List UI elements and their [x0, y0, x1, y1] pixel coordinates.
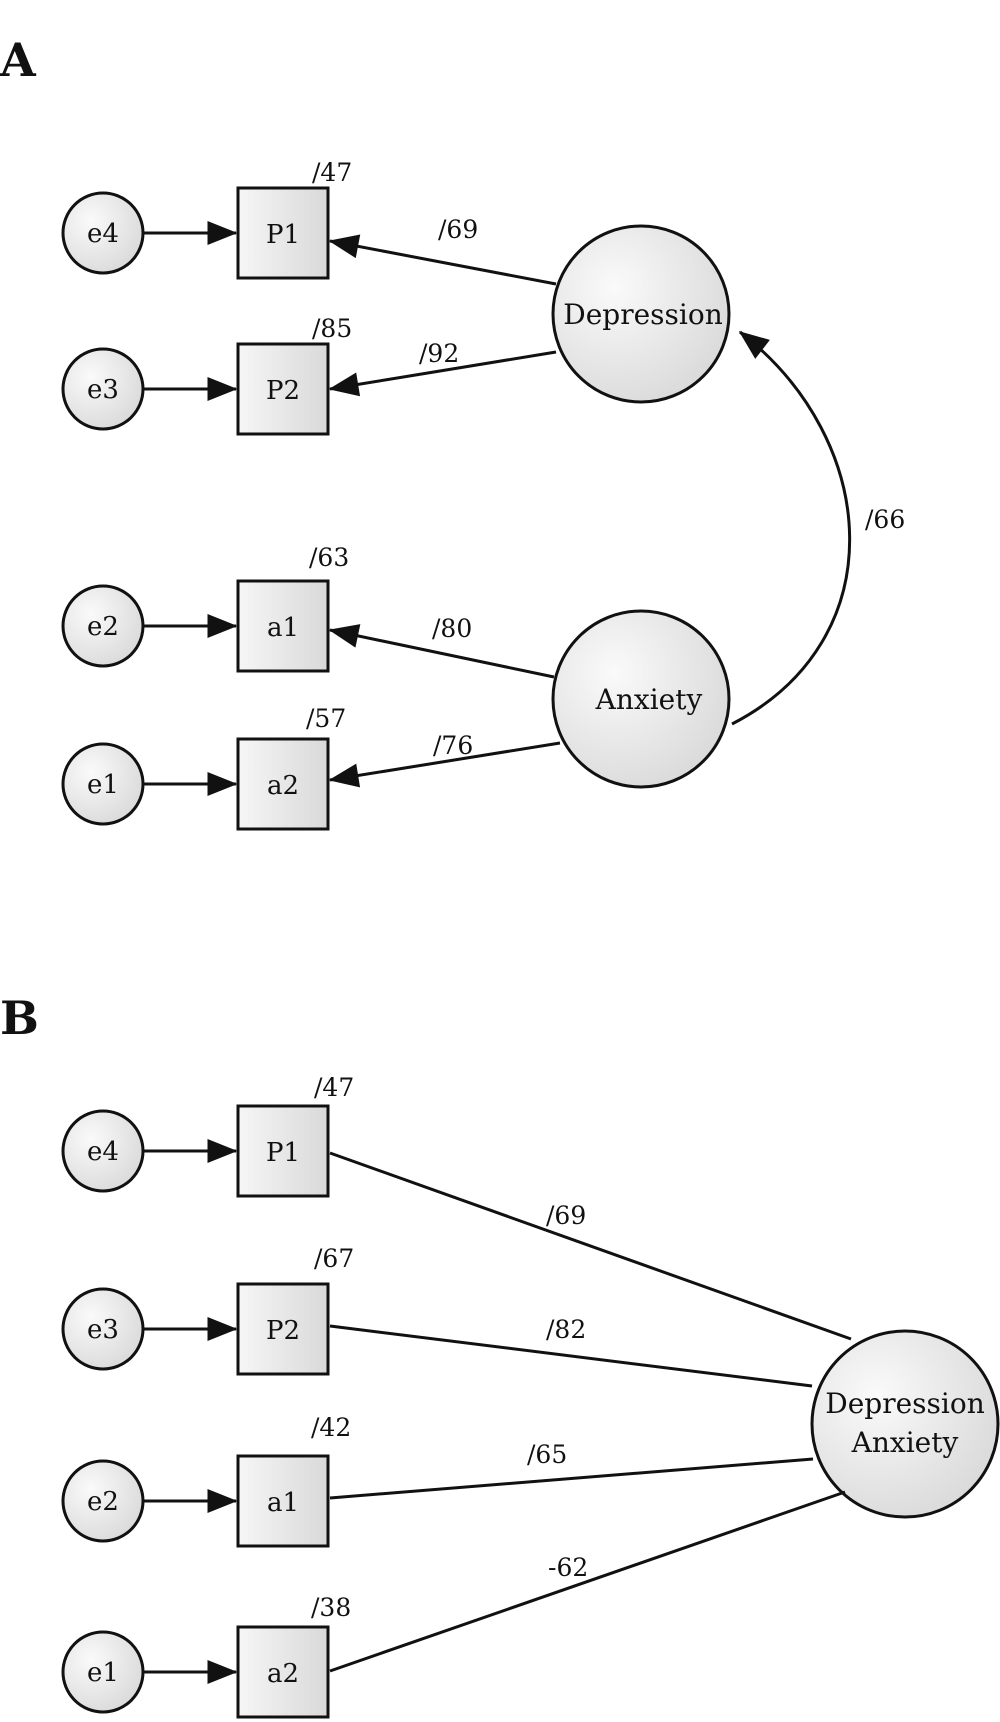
error-label: e2 [87, 612, 119, 642]
error-node-e4: e4 [61, 1109, 145, 1193]
indicator-label: a1 [267, 1488, 299, 1518]
loading-line [329, 1490, 846, 1673]
error-label: e3 [87, 375, 119, 405]
loading-value: /65 [527, 1440, 567, 1469]
panel-a-label: A [0, 33, 37, 87]
loading-line [329, 1457, 814, 1500]
error-node-e1: e1 [61, 742, 145, 826]
error-node-e3: e3 [61, 347, 145, 431]
latent-label: Anxiety [595, 683, 703, 716]
indicator-label: P2 [266, 1316, 300, 1346]
r-squared-label: /47 [312, 158, 352, 187]
loading-line [329, 1151, 852, 1341]
indicator-label: P1 [266, 220, 300, 250]
correlation-arrow [731, 330, 852, 726]
loading-arrow [328, 234, 557, 286]
loading-line [329, 1324, 813, 1388]
loading-value: /76 [433, 731, 473, 760]
indicator-box-p1: P1 /47 [236, 158, 352, 280]
error-label: e1 [87, 770, 119, 800]
loading-arrow [328, 624, 555, 679]
error-node-e3: e3 [61, 1287, 145, 1371]
latent-node-anxiety: Anxiety [551, 609, 731, 789]
indicator-box-p2: P2 /67 [236, 1244, 354, 1376]
indicator-box-p1: P1 /47 [236, 1073, 354, 1198]
correlation-value: /66 [865, 505, 905, 534]
latent-label-line2: Anxiety [851, 1426, 959, 1459]
latent-label-line1: Depression [825, 1387, 984, 1420]
error-node-e2: e2 [61, 1459, 145, 1543]
error-label: e4 [87, 1137, 119, 1167]
r-squared-label: /42 [311, 1413, 351, 1442]
error-label: e3 [87, 1315, 119, 1345]
panel-b: B e4 e3 e2 e1 P1 /47 P2 /67 [0, 991, 1000, 1719]
r-squared-label: /47 [314, 1073, 354, 1102]
latent-node-depression-anxiety: Depression Anxiety [810, 1329, 1000, 1519]
error-label: e4 [87, 219, 119, 249]
loading-value: /69 [546, 1201, 586, 1230]
error-node-e1: e1 [61, 1630, 145, 1714]
indicator-label: a2 [267, 1659, 299, 1689]
r-squared-label: /63 [309, 543, 349, 572]
error-node-e4: e4 [61, 191, 145, 275]
loading-value: /92 [419, 339, 459, 368]
loading-arrow [328, 741, 561, 788]
r-squared-label: /85 [312, 314, 352, 343]
error-label: e1 [87, 1658, 119, 1688]
panel-b-label: B [0, 991, 39, 1045]
panel-a: A e4 e3 e2 e1 P1 /47 P2 [0, 33, 905, 831]
r-squared-label: /38 [311, 1593, 351, 1622]
loading-value: /82 [546, 1315, 586, 1344]
indicator-box-p2: P2 /85 [236, 314, 352, 436]
indicator-box-a2: a2 /38 [236, 1593, 351, 1719]
indicator-label: P2 [266, 376, 300, 406]
loading-value: /80 [432, 614, 472, 643]
indicator-label: P1 [266, 1138, 300, 1168]
error-label: e2 [87, 1487, 119, 1517]
indicator-label: a1 [267, 613, 299, 643]
r-squared-label: /67 [314, 1244, 354, 1273]
loading-value: /69 [438, 215, 478, 244]
latent-label: Depression [563, 298, 722, 331]
latent-node-depression: Depression [551, 224, 731, 404]
r-squared-label: /57 [306, 704, 346, 733]
indicator-box-a1: a1 /42 [236, 1413, 351, 1548]
loading-arrow [328, 350, 557, 397]
indicator-label: a2 [267, 771, 299, 801]
loading-value: -62 [548, 1553, 588, 1582]
error-node-e2: e2 [61, 584, 145, 668]
indicator-box-a2: a2 /57 [236, 704, 346, 831]
indicator-box-a1: a1 /63 [236, 543, 349, 673]
